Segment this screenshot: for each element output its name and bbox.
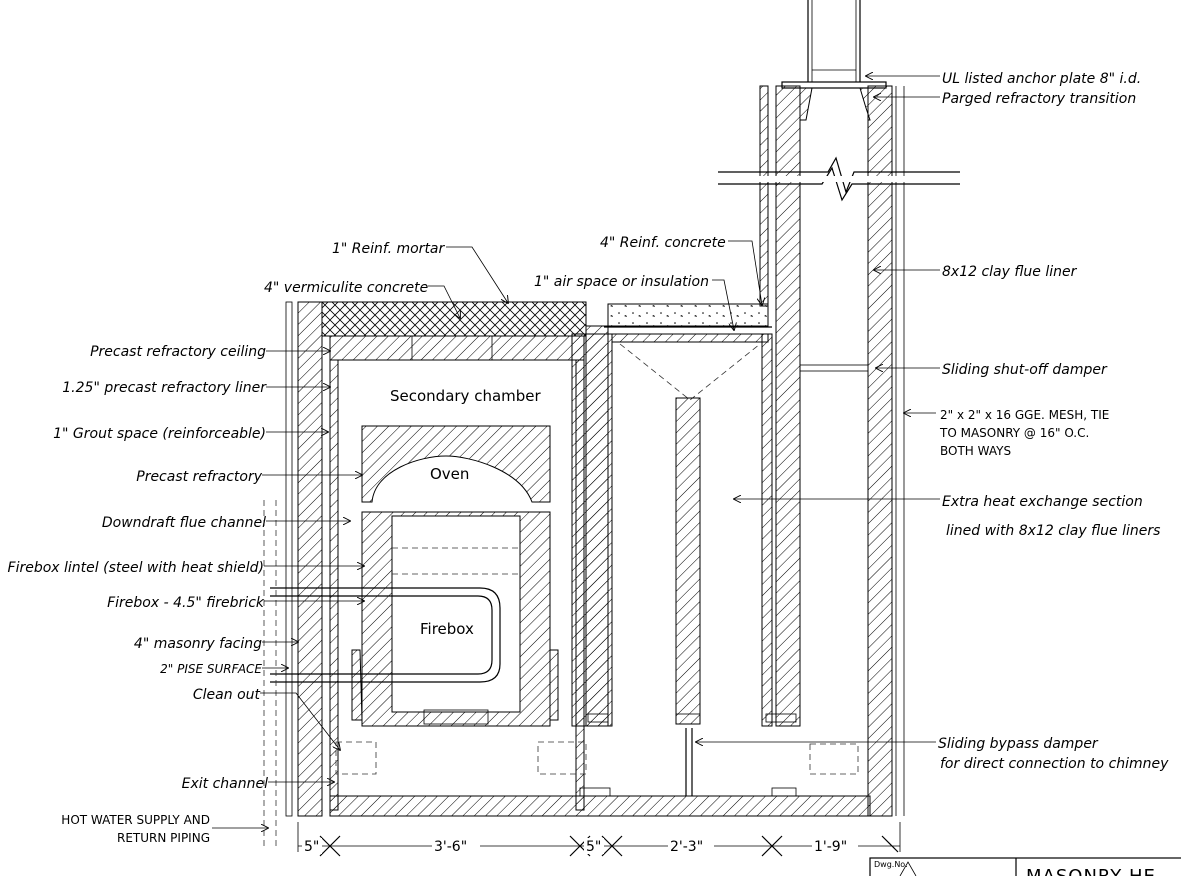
dimension-line: 5" 3'-6" 5" 2'-3" 1'-9"	[297, 822, 901, 857]
reinf-concrete-label: 4" Reinf. concrete	[600, 235, 726, 251]
title-block: Dwg.No. MASONRY HE	[869, 857, 1181, 876]
top-callouts: 4" Reinf. concrete 1" air space or insul…	[534, 235, 762, 330]
firebox-firebrick-label: Firebox - 4.5" firebrick	[107, 595, 265, 611]
hot-water-label-2: RETURN PIPING	[117, 831, 210, 845]
ul-anchor-plate-label: UL listed anchor plate 8" i.d.	[942, 71, 1141, 87]
bypass-label-1: Sliding bypass damper	[938, 736, 1099, 752]
dwg-no-label: Dwg.No.	[874, 860, 908, 869]
mesh-label-1: 2" x 2" x 16 GGE. MESH, TIE	[940, 408, 1109, 422]
clay-flue-liner-label: 8x12 clay flue liner	[942, 264, 1078, 280]
secondary-chamber-label: Secondary chamber	[390, 387, 542, 405]
dim-1: 5"	[304, 839, 319, 855]
mesh-label-2: TO MASONRY @ 16" O.C.	[939, 426, 1089, 440]
dim-2: 3'-6"	[434, 839, 467, 855]
sliding-shutoff-label: Sliding shut-off damper	[942, 362, 1108, 378]
right-callouts: UL listed anchor plate 8" i.d. Parged re…	[696, 71, 1169, 772]
dim-5: 1'-9"	[814, 839, 847, 855]
precast-refractory-label: Precast refractory	[136, 469, 262, 485]
bypass-label-2: for direct connection to chimney	[940, 756, 1169, 772]
hot-water-label-1: HOT WATER SUPPLY AND	[61, 813, 210, 827]
dim-4: 2'-3"	[670, 839, 703, 855]
mesh-label-3: BOTH WAYS	[940, 444, 1011, 458]
extra-heat-label-2: lined with 8x12 clay flue liners	[946, 523, 1160, 539]
pise-surface-label: 2" PISE SURFACE	[160, 662, 262, 676]
extra-heat-label-1: Extra heat exchange section	[942, 494, 1143, 510]
chimney-pipe	[781, 0, 887, 89]
precast-ceiling-label: Precast refractory ceiling	[90, 344, 266, 360]
title-block-title: MASONRY HE	[1026, 866, 1156, 876]
chimney-walls	[759, 85, 905, 817]
heater-body	[285, 301, 871, 817]
clean-out-label: Clean out	[193, 687, 261, 703]
break-line	[718, 156, 960, 202]
downdraft-label: Downdraft flue channel	[102, 515, 266, 531]
parged-transition-label: Parged refractory transition	[942, 91, 1136, 107]
firebox-label: Firebox	[420, 620, 474, 638]
air-space-label: 1" air space or insulation	[534, 274, 709, 290]
piping-lines	[263, 500, 277, 846]
exit-channel-label: Exit channel	[182, 776, 268, 792]
dim-3: 5"	[586, 839, 601, 855]
oven-firebox	[270, 425, 559, 727]
cleanout-boxes	[335, 741, 859, 775]
vermiculite-label: 4" vermiculite concrete	[264, 280, 428, 296]
grout-space-label: 1" Grout space (reinforceable)	[53, 426, 266, 442]
oven-label: Oven	[430, 465, 469, 483]
reinf-mortar-label: 1" Reinf. mortar	[332, 241, 446, 257]
firebox-lintel-label: Firebox lintel (steel with heat shield)	[8, 560, 264, 576]
masonry-facing-label: 4" masonry facing	[134, 636, 262, 652]
precast-liner-label: 1.25" precast refractory liner	[62, 380, 267, 396]
left-callouts: 1" Reinf. mortar 4" vermiculite concrete…	[8, 241, 508, 845]
